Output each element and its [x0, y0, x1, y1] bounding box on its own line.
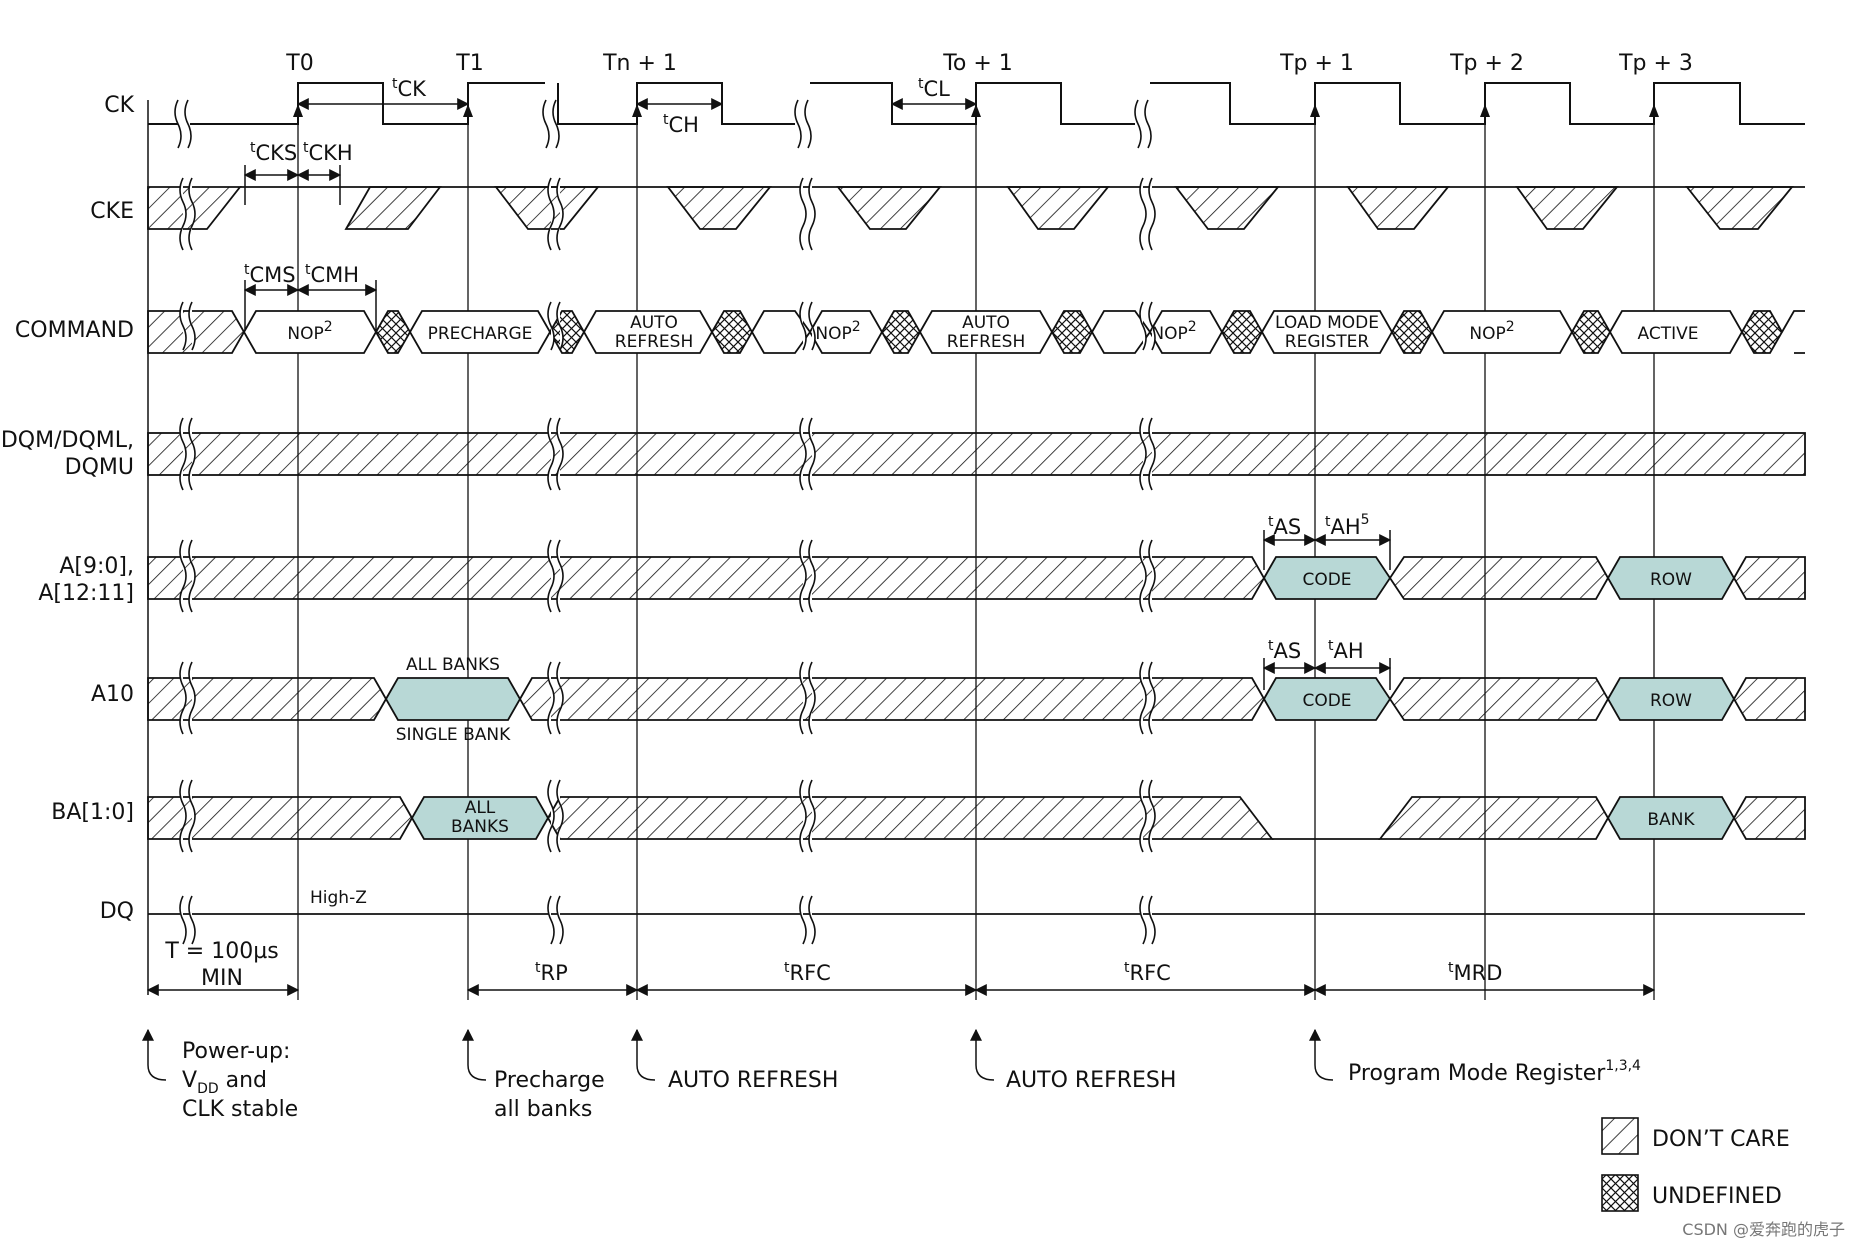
- cmd-load-mode: LOAD MODE: [1275, 313, 1379, 333]
- cmd-nop-2: NOP2: [815, 319, 860, 344]
- label-trfc-1: tRFC: [784, 960, 831, 985]
- clock-label-t0: T0: [285, 51, 313, 76]
- label-tas-1: tAS: [1268, 514, 1301, 539]
- signal-dqm-1: DQM/DQML,: [1, 428, 134, 453]
- signal-cke: CKE: [90, 199, 134, 224]
- clock-label-tp2: Tp + 2: [1449, 51, 1524, 76]
- addr-bus: [147, 556, 1806, 600]
- clock-edge-lines: [297, 95, 1655, 1000]
- legend-dont-care: DON’T CARE: [1652, 1127, 1790, 1152]
- cmd-auto-2a: AUTO: [962, 313, 1010, 333]
- cmd-auto-2b: REFRESH: [947, 332, 1025, 352]
- duration-a: T = 100µs: [164, 939, 278, 964]
- clock-labels: T0 T1 Tn + 1 To + 1 Tp + 1 Tp + 2 Tp + 3: [285, 51, 1693, 76]
- signal-dqm-2: DQMU: [65, 455, 134, 480]
- ann-power-b: VDD and: [182, 1068, 267, 1097]
- ba-banks: BANKS: [451, 817, 509, 837]
- cmd-precharge: PRECHARGE: [428, 324, 533, 344]
- signal-addr-1: A[9:0],: [59, 554, 134, 579]
- legend-dont-care-swatch: [1601, 1117, 1639, 1155]
- signal-a10: A10: [91, 682, 134, 707]
- dqm-bus: [147, 432, 1806, 476]
- label-trp: tRP: [535, 960, 568, 985]
- signal-addr-2: A[12:11]: [38, 581, 134, 606]
- cke-waveform: [147, 186, 1805, 230]
- signal-command: COMMAND: [15, 318, 134, 343]
- legend: DON’T CARE UNDEFINED: [1601, 1117, 1790, 1212]
- clock-label-t1: T1: [455, 51, 483, 76]
- label-tas-2: tAS: [1268, 638, 1301, 663]
- clock-label-to1: To + 1: [942, 51, 1013, 76]
- signal-ck: CK: [104, 93, 134, 118]
- cmd-auto-1a: AUTO: [630, 313, 678, 333]
- timing-labels: tCK tCL tCH tCKS tCKH tCMS tCMH tAS tAH5…: [244, 76, 1502, 985]
- a10-all-banks: ALL BANKS: [406, 655, 500, 675]
- cmd-auto-1b: REFRESH: [615, 332, 693, 352]
- ann-program: Program Mode Register1,3,4: [1348, 1058, 1641, 1086]
- cmd-register: REGISTER: [1285, 332, 1370, 352]
- label-tcks: tCKS: [250, 140, 297, 165]
- cmd-nop-3: NOP2: [1151, 319, 1196, 344]
- label-tck: tCK: [392, 76, 427, 101]
- label-tah-2: tAH: [1328, 638, 1364, 663]
- ba-all: ALL: [465, 798, 496, 818]
- ann-power-c: CLK stable: [182, 1097, 298, 1122]
- a10-code: CODE: [1302, 691, 1351, 711]
- cmd-nop-4: NOP2: [1469, 319, 1514, 344]
- cmd-active: ACTIVE: [1638, 324, 1699, 344]
- signal-labels: CK CKE COMMAND DQM/DQML, DQMU A[9:0], A[…: [1, 93, 135, 924]
- legend-undefined-swatch: [1601, 1174, 1639, 1212]
- watermark: CSDN @爱奔跑的虎子: [1682, 1220, 1845, 1239]
- break-marks: [174, 99, 1156, 945]
- cmd-nop-1: NOP2: [287, 319, 332, 344]
- timing-arrows: [146, 92, 1656, 996]
- clock-label-tn1: Tn + 1: [602, 51, 677, 76]
- label-tcms: tCMS: [244, 262, 296, 287]
- label-tch: tCH: [663, 112, 699, 137]
- command-labels: NOP2 PRECHARGE AUTO REFRESH NOP2 AUTO RE…: [287, 313, 1698, 352]
- a10-row: ROW: [1650, 691, 1692, 711]
- clock-label-tp3: Tp + 3: [1618, 51, 1693, 76]
- ann-auto-refresh-1: AUTO REFRESH: [668, 1068, 838, 1093]
- annotations: Power-up: VDD and CLK stable Precharge a…: [182, 1039, 1641, 1122]
- label-tmrd: tMRD: [1448, 960, 1502, 985]
- addr-labels: CODE ROW CODE ROW ALL BANKS SINGLE BANK …: [396, 570, 1696, 837]
- label-tcl: tCL: [918, 76, 950, 101]
- duration-b: MIN: [201, 966, 243, 991]
- signal-ba: BA[1:0]: [51, 800, 134, 825]
- ck-edge-arrows: [293, 104, 1659, 117]
- ba-bus: [147, 796, 1806, 840]
- label-tckh: tCKH: [303, 140, 353, 165]
- label-tah-1: tAH5: [1325, 512, 1370, 539]
- dq-highz: High-Z: [310, 888, 367, 908]
- legend-undefined: UNDEFINED: [1652, 1184, 1782, 1209]
- ann-power-a: Power-up:: [182, 1039, 290, 1064]
- ba-bank: BANK: [1647, 810, 1695, 830]
- label-tcmh: tCMH: [305, 262, 359, 287]
- addr-row-1: ROW: [1650, 570, 1692, 590]
- label-trfc-2: tRFC: [1124, 960, 1171, 985]
- addr-code-1: CODE: [1302, 570, 1351, 590]
- ann-precharge-a: Precharge: [494, 1068, 605, 1093]
- clock-label-tp1: Tp + 1: [1279, 51, 1354, 76]
- signal-dq: DQ: [100, 899, 134, 924]
- a10-bus: [147, 677, 1806, 721]
- ann-precharge-b: all banks: [494, 1097, 592, 1122]
- event-pointers: [142, 1028, 1334, 1081]
- ann-auto-refresh-2: AUTO REFRESH: [1006, 1068, 1176, 1093]
- a10-single-bank: SINGLE BANK: [396, 725, 511, 745]
